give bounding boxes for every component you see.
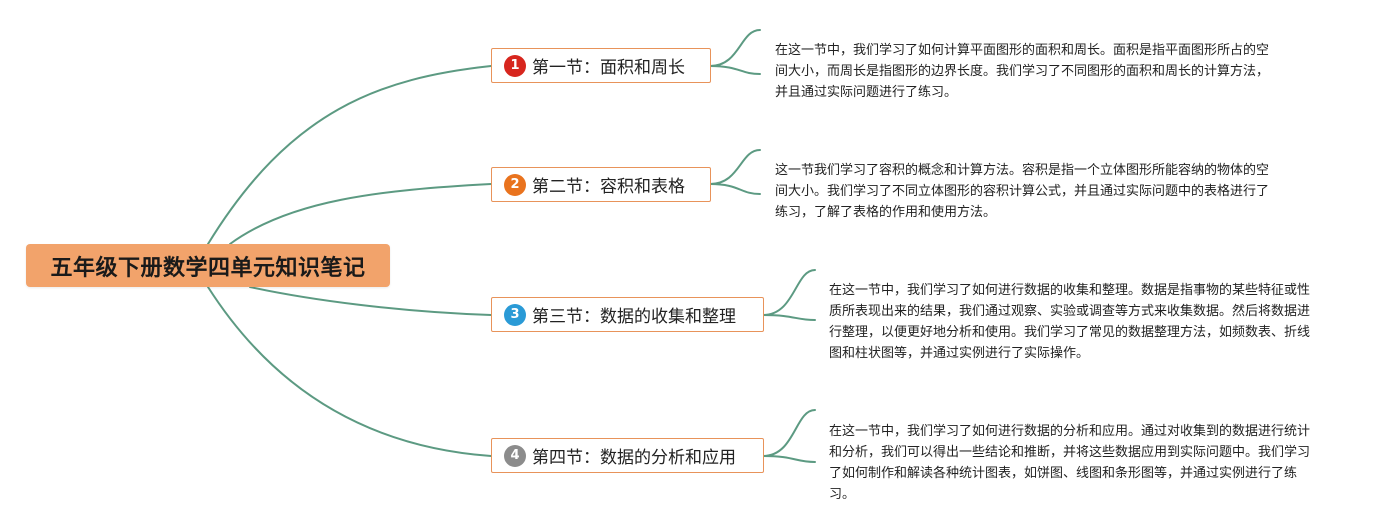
connector-section-1-desc — [709, 29, 761, 75]
number-badge-icon: 1 — [504, 54, 526, 77]
root-title: 五年级下册数学四单元知识笔记 — [50, 255, 366, 281]
section-title: 第四节：数据的分析和应用 — [532, 448, 736, 468]
section-description-1: 在这一节中，我们学习了如何计算平面图形的面积和周长。面积是指平面图形所占的空间大… — [775, 43, 1270, 100]
section-title: 第一节：面积和周长 — [532, 58, 685, 78]
root-topic[interactable]: 五年级下册数学四单元知识笔记 — [26, 244, 390, 287]
section-title: 第三节：数据的收集和整理 — [532, 307, 736, 327]
connector-root-section-4 — [207, 286, 492, 457]
connector-section-3-desc — [762, 269, 816, 321]
section-title: 第二节：容积和表格 — [532, 177, 685, 197]
section-node-4[interactable]: 4 第四节：数据的分析和应用 — [491, 438, 764, 473]
number-badge-icon: 4 — [504, 444, 526, 467]
connector-root-section-3 — [249, 286, 492, 316]
connector-section-4-desc — [762, 409, 816, 463]
number-badge-icon: 3 — [504, 303, 526, 326]
connector-section-2-desc — [709, 149, 761, 195]
section-node-1[interactable]: 1 第一节：面积和周长 — [491, 48, 711, 83]
number-badge-icon: 2 — [504, 173, 526, 196]
connector-root-section-2 — [229, 183, 492, 245]
section-node-3[interactable]: 3 第三节：数据的收集和整理 — [491, 297, 764, 332]
section-node-2[interactable]: 2 第二节：容积和表格 — [491, 167, 711, 202]
section-description-4: 在这一节中，我们学习了如何进行数据的分析和应用。通过对收集到的数据进行统计和分析… — [829, 424, 1311, 502]
connector-root-section-1 — [207, 65, 492, 245]
section-description-3: 在这一节中，我们学习了如何进行数据的收集和整理。数据是指事物的某些特征或性质所表… — [829, 283, 1311, 361]
section-description-2: 这一节我们学习了容积的概念和计算方法。容积是指一个立体图形所能容纳的物体的空间大… — [775, 163, 1270, 220]
